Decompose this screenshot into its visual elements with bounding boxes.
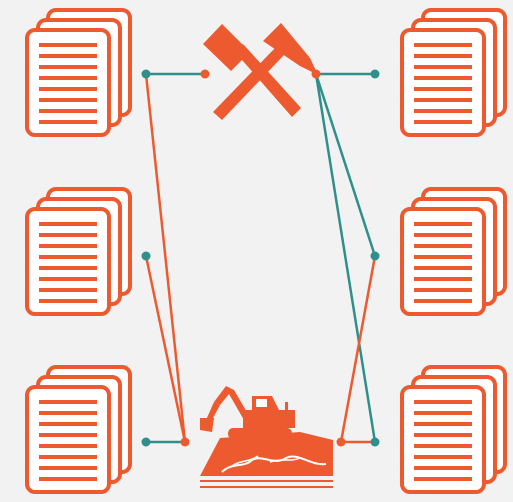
- document-stack-bottom-left-icon: [27, 367, 130, 492]
- connection-dots: [142, 70, 380, 447]
- dot-bottom-left: [142, 438, 151, 447]
- dot-middle-right: [371, 252, 380, 261]
- dot-middle-left: [142, 252, 151, 261]
- dot-top-right: [371, 70, 380, 79]
- crossed-hammers-icon: [203, 23, 318, 120]
- link-middle-left-to-excavator: [146, 256, 185, 442]
- document-stack-top-right-icon: [402, 10, 505, 135]
- document-stack-middle-right-icon: [402, 189, 505, 314]
- dot-bottom-right: [371, 438, 380, 447]
- excavator-on-mound-icon: [200, 386, 333, 487]
- document-stack-bottom-right-icon: [402, 367, 505, 492]
- dot-hammers-left: [201, 70, 210, 79]
- link-top-left-to-excavator: [146, 74, 185, 442]
- document-stack-top-left-icon: [27, 10, 130, 135]
- link-hammers-to-bottom-right: [316, 74, 375, 442]
- dot-excavator-left: [181, 438, 190, 447]
- link-hammers-to-middle-right: [316, 74, 375, 256]
- dot-excavator-right: [337, 438, 346, 447]
- dot-hammers-right: [312, 70, 321, 79]
- document-stack-middle-left-icon: [27, 189, 130, 314]
- dot-top-left: [142, 70, 151, 79]
- connection-lines: [146, 74, 375, 442]
